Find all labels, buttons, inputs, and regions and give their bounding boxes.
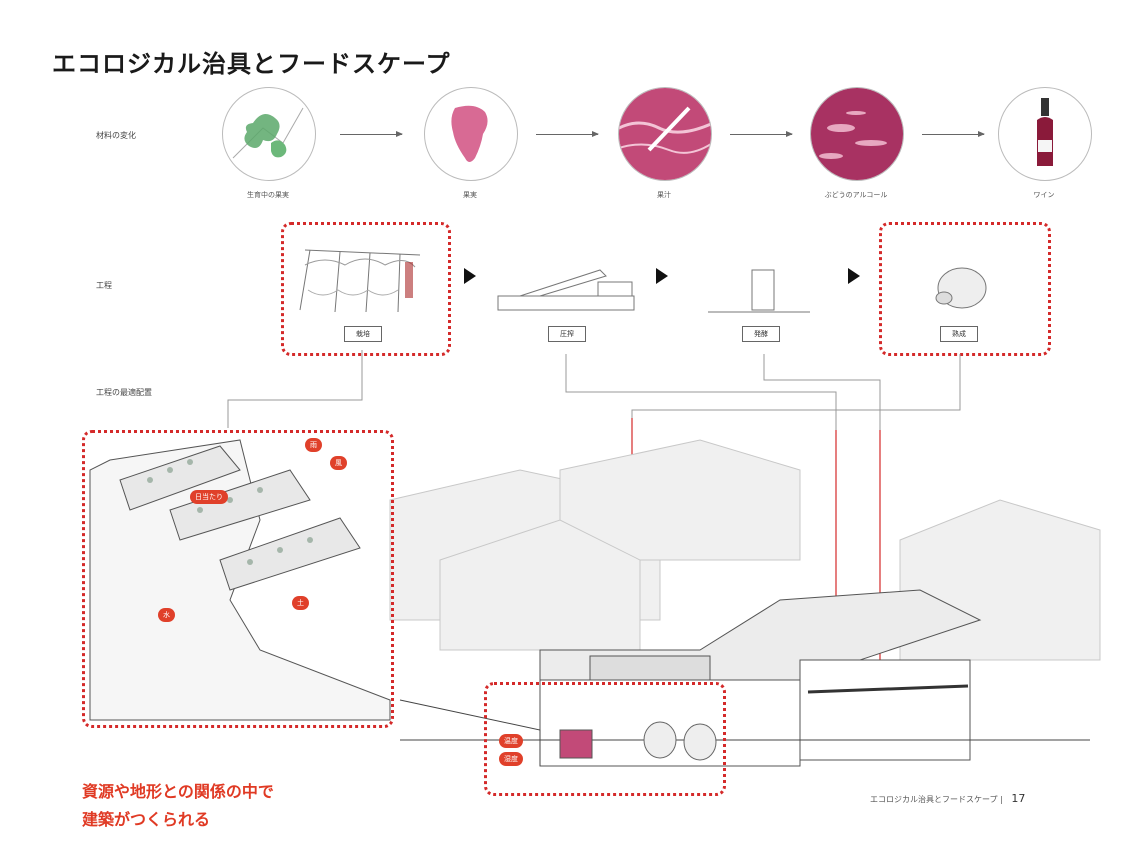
material-wine bbox=[998, 87, 1092, 181]
footer-separator: | bbox=[1000, 795, 1006, 804]
material-label-3: 果汁 bbox=[657, 191, 671, 199]
condition-tag: 湿度 bbox=[499, 752, 523, 766]
fermentation-tank bbox=[708, 269, 810, 313]
fruit-illustration bbox=[451, 105, 488, 162]
growing-fruit-illustration bbox=[232, 107, 304, 159]
material-grape-alcohol bbox=[810, 87, 904, 181]
material-label-2: 果実 bbox=[463, 191, 477, 199]
process-triangle bbox=[656, 268, 668, 284]
condition-tag: 雨 bbox=[305, 438, 322, 452]
material-label-5: ワイン bbox=[1033, 191, 1055, 199]
footer-text: エコロジカル治具とフードスケープ bbox=[870, 795, 998, 804]
flow-arrow bbox=[536, 131, 599, 137]
process-label-cultivation: 栽培 bbox=[344, 326, 382, 342]
row-label-process: 工程 bbox=[96, 281, 112, 290]
juice-illustration bbox=[619, 88, 711, 180]
material-growing-fruit bbox=[222, 87, 316, 181]
material-fruit bbox=[424, 87, 518, 181]
highlight-cellar bbox=[484, 682, 726, 796]
process-label-press: 圧搾 bbox=[548, 326, 586, 342]
page-title: エコロジカル治具とフードスケープ bbox=[52, 50, 451, 78]
row-label-materials: 材料の変化 bbox=[96, 131, 136, 140]
highlight-aging bbox=[879, 222, 1051, 356]
statement-line-1: 資源や地形との関係の中で bbox=[82, 782, 274, 801]
process-label-ferment: 発酵 bbox=[742, 326, 780, 342]
highlight-cultivation bbox=[281, 222, 451, 356]
bottom-statement: 資源や地形との関係の中で 建築がつくられる bbox=[82, 778, 274, 834]
condition-tag: 温度 bbox=[499, 734, 523, 748]
wine-bottle-illustration bbox=[1037, 98, 1053, 166]
page-number: 17 bbox=[1011, 792, 1026, 805]
material-label-4: ぶどうのアルコール bbox=[824, 191, 888, 199]
press-machine bbox=[497, 269, 635, 311]
condition-tag: 風 bbox=[330, 456, 347, 470]
process-label-aging: 熟成 bbox=[940, 326, 978, 342]
process-triangle bbox=[848, 268, 860, 284]
page-footer: エコロジカル治具とフードスケープ | 17 bbox=[870, 792, 1025, 805]
highlight-vineyard-inset bbox=[82, 430, 394, 728]
material-juice bbox=[618, 87, 712, 181]
material-label-1: 生育中の果実 bbox=[247, 191, 289, 199]
statement-line-2: 建築がつくられる bbox=[82, 810, 211, 829]
condition-tag: 水 bbox=[158, 608, 175, 622]
alcohol-illustration bbox=[811, 88, 903, 180]
condition-tag: 日当たり bbox=[190, 490, 228, 504]
flow-arrow bbox=[922, 131, 985, 137]
flow-arrow bbox=[730, 131, 793, 137]
flow-arrow bbox=[340, 131, 403, 137]
process-triangle bbox=[464, 268, 476, 284]
condition-tag: 土 bbox=[292, 596, 309, 610]
row-label-placement: 工程の最適配置 bbox=[96, 388, 152, 397]
